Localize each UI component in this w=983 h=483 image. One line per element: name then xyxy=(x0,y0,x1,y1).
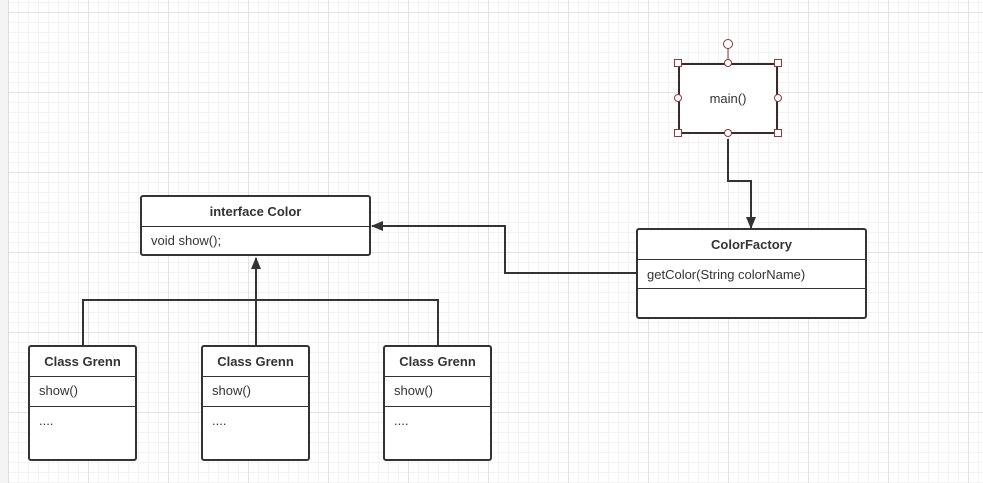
factory-title: ColorFactory xyxy=(638,230,865,260)
class-method: show() xyxy=(385,377,490,407)
class-box[interactable]: Class Grenn show() .... xyxy=(28,345,137,461)
class-more: .... xyxy=(212,413,227,428)
connection-point-bottom[interactable] xyxy=(724,129,732,137)
ruler-strip xyxy=(0,0,9,483)
class-title: Class Grenn xyxy=(385,347,490,377)
class-more: .... xyxy=(39,413,54,428)
connection-point-left[interactable] xyxy=(674,94,682,102)
main-to-factory-connector[interactable] xyxy=(727,139,756,229)
interface-method: void show(); xyxy=(151,233,222,248)
factory-method: getColor(String colorName) xyxy=(638,260,865,289)
color-factory-box[interactable]: ColorFactory getColor(String colorName) xyxy=(636,228,867,319)
factory-to-interface-connector[interactable] xyxy=(371,221,636,274)
class-1-to-interface-connector[interactable] xyxy=(82,299,256,345)
factory-empty-section xyxy=(638,289,865,318)
class-method: show() xyxy=(203,377,308,407)
class-3-to-interface-connector[interactable] xyxy=(256,299,439,345)
interface-color-box[interactable]: interface Color void show(); xyxy=(140,195,371,256)
interface-title: interface Color xyxy=(142,197,369,227)
class-box[interactable]: Class Grenn show() .... xyxy=(383,345,492,461)
resize-handle-bottom-right[interactable] xyxy=(774,129,782,137)
class-more: .... xyxy=(394,413,409,428)
main-box[interactable]: main() xyxy=(678,63,778,134)
class-method: show() xyxy=(30,377,135,407)
class-title: Class Grenn xyxy=(203,347,308,377)
rotate-handle[interactable] xyxy=(723,39,733,49)
main-label: main() xyxy=(709,91,747,106)
class-title: Class Grenn xyxy=(30,347,135,377)
resize-handle-top-left[interactable] xyxy=(674,59,682,67)
resize-handle-top-right[interactable] xyxy=(774,59,782,67)
connection-point-top[interactable] xyxy=(724,59,732,67)
class-box[interactable]: Class Grenn show() .... xyxy=(201,345,310,461)
resize-handle-bottom-left[interactable] xyxy=(674,129,682,137)
connection-point-right[interactable] xyxy=(774,94,782,102)
